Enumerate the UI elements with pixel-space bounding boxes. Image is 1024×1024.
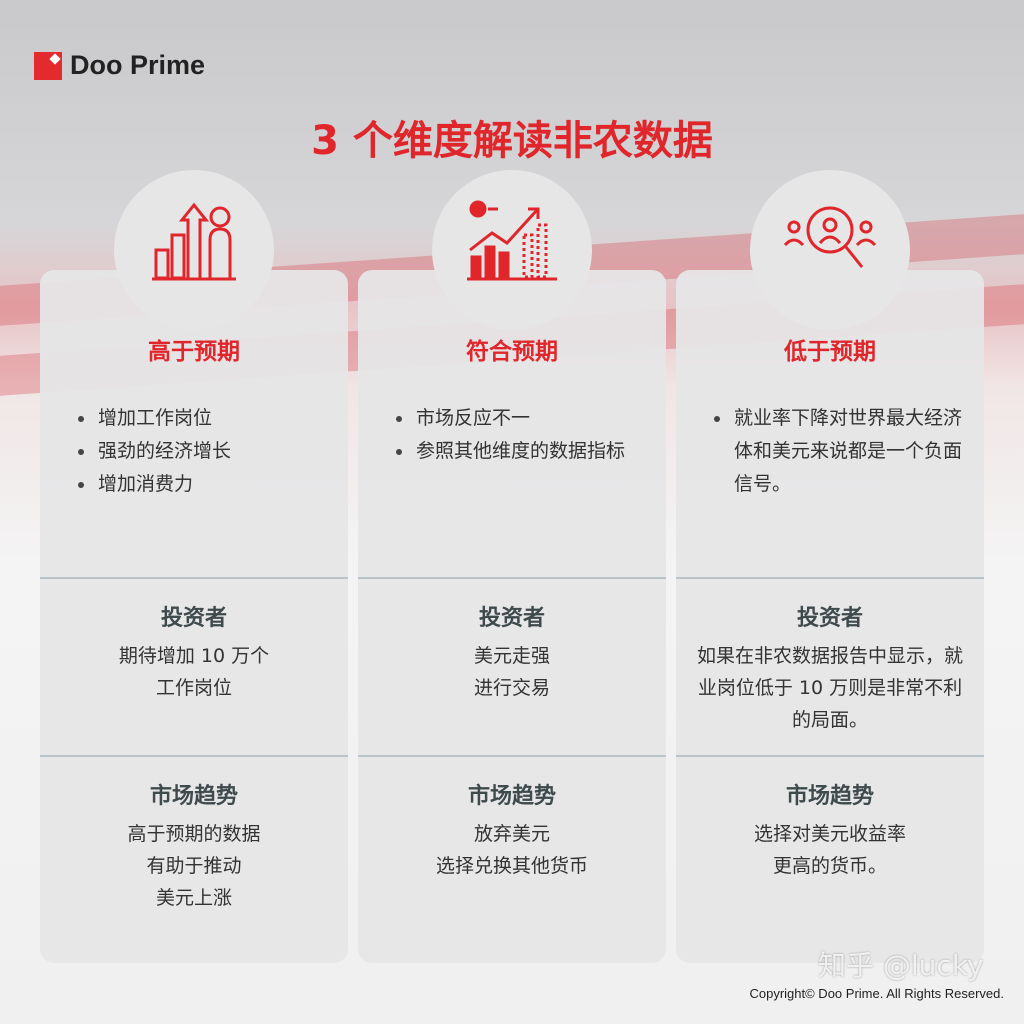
card-heading: 低于预期 [784, 339, 876, 365]
doo-prime-logo: Doo Prime [34, 50, 205, 81]
list-item: 市场反应不一 [392, 402, 646, 435]
investor-text: 美元走强 进行交易 [473, 645, 550, 699]
divider [358, 755, 666, 757]
watermark: 知乎 @lucky [818, 949, 984, 982]
divider [40, 577, 348, 579]
growth-chart-clock-icon [462, 195, 562, 285]
card-1: 符合预期 市场反应不一参照其他维度的数据指标 投资者 美元走强 进行交易 市场趋… [358, 270, 666, 963]
trend-text: 放弃美元 选择兑换其他货币 [435, 823, 588, 877]
trend-text: 高于预期的数据 有助于推动 美元上涨 [127, 823, 261, 909]
trend-heading: 市场趋势 [467, 784, 556, 809]
card-2: 低于预期 就业率下降对世界最大经济体和美元来说都是一个负面信号。 投资者 如果在… [676, 270, 984, 963]
trend-heading: 市场趋势 [785, 784, 874, 809]
divider [676, 755, 984, 757]
divider [358, 577, 666, 579]
card-heading: 高于预期 [148, 339, 240, 365]
page-title: 3 个维度解读非农数据 [311, 118, 713, 164]
investor-text: 期待增加 10 万个 工作岗位 [118, 645, 270, 699]
card-0: 高于预期 增加工作岗位强劲的经济增长增加消费力 投资者 期待增加 10 万个 工… [40, 270, 348, 963]
bullet-list: 市场反应不一参照其他维度的数据指标 [392, 402, 646, 468]
trend-text: 选择对美元收益率 更高的货币。 [753, 823, 906, 877]
bullet-list: 增加工作岗位强劲的经济增长增加消费力 [74, 402, 328, 501]
list-item: 强劲的经济增长 [74, 435, 328, 468]
logo-mark-icon [34, 51, 62, 80]
list-item: 参照其他维度的数据指标 [392, 435, 646, 468]
divider [40, 755, 348, 757]
trend-heading: 市场趋势 [149, 784, 238, 809]
card-heading: 符合预期 [466, 339, 558, 365]
logo-text: Doo Prime [70, 50, 206, 80]
list-item: 增加消费力 [74, 468, 328, 501]
bullet-list: 就业率下降对世界最大经济体和美元来说都是一个负面信号。 [710, 402, 964, 501]
investor-heading: 投资者 [478, 606, 545, 631]
investor-heading: 投资者 [160, 606, 227, 631]
divider [676, 577, 984, 579]
list-item: 增加工作岗位 [74, 402, 328, 435]
people-search-icon [780, 195, 880, 285]
growth-bars-person-icon [144, 195, 244, 285]
investor-text: 如果在非农数据报告中显示，就业岗位低于 10 万则是非常不利的局面。 [696, 645, 963, 731]
list-item: 就业率下降对世界最大经济体和美元来说都是一个负面信号。 [710, 402, 964, 501]
copyright: Copyright© Doo Prime. All Rights Reserve… [749, 986, 1004, 1001]
investor-heading: 投资者 [796, 606, 863, 631]
